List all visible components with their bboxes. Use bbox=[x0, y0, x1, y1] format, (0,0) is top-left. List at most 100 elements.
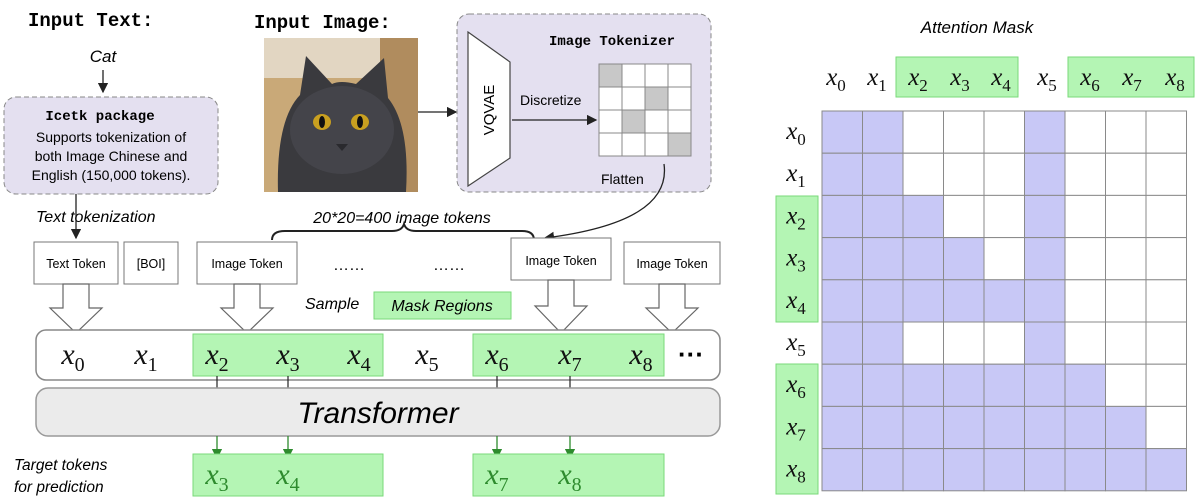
attention-cell bbox=[1145, 321, 1187, 365]
sequence-mask-region-1 bbox=[192, 333, 384, 377]
sequence-token: x5 bbox=[414, 338, 438, 376]
attention-cell bbox=[1024, 237, 1066, 281]
attention-cell bbox=[983, 363, 1025, 407]
attention-cell bbox=[821, 321, 863, 365]
token-box-boi-label: [BOI] bbox=[137, 257, 165, 271]
attention-row-header: x6 bbox=[785, 371, 806, 402]
attention-mask-matrix bbox=[821, 110, 1187, 492]
attention-cell bbox=[983, 110, 1025, 154]
attention-cell bbox=[821, 194, 863, 239]
attention-col-highlight-2 bbox=[1067, 56, 1195, 98]
attention-cell bbox=[1024, 448, 1066, 492]
sequence-token: x8 bbox=[628, 338, 652, 376]
attention-cell bbox=[821, 152, 863, 196]
token-grid-cell bbox=[621, 63, 646, 88]
token-box-text-label: Text Token bbox=[46, 257, 106, 271]
attention-cell bbox=[821, 363, 863, 407]
attention-cell bbox=[902, 321, 944, 365]
attention-cell bbox=[1145, 279, 1187, 323]
icetk-line-1: Supports tokenization of bbox=[36, 129, 186, 145]
token-box-image-1-label: Image Token bbox=[211, 257, 282, 271]
attention-cell bbox=[943, 152, 985, 196]
attention-row-header: x4 bbox=[785, 287, 806, 318]
attention-col-header: x0 bbox=[825, 64, 846, 95]
attention-cell bbox=[1105, 279, 1147, 323]
attention-cell bbox=[943, 405, 985, 450]
attention-cell bbox=[1105, 448, 1147, 492]
attention-cell bbox=[983, 405, 1025, 450]
sequence-token: x1 bbox=[133, 338, 157, 376]
attention-cell bbox=[983, 321, 1025, 365]
icetk-package-box bbox=[3, 96, 219, 195]
attention-cell bbox=[1024, 405, 1066, 450]
attention-cell bbox=[943, 279, 985, 323]
attention-row-header: x2 bbox=[785, 202, 806, 233]
transformer-label: Transformer bbox=[297, 397, 459, 430]
attention-cell bbox=[983, 279, 1025, 323]
attention-cell bbox=[943, 448, 985, 492]
attention-mask-title: Attention Mask bbox=[920, 18, 1035, 37]
target-label-line-1: Target tokens bbox=[14, 457, 108, 474]
attention-cell bbox=[1064, 405, 1106, 450]
token-grid bbox=[598, 63, 692, 157]
token-box-boi bbox=[123, 241, 179, 285]
token-box-image-3-label: Image Token bbox=[636, 257, 707, 271]
attention-cell bbox=[862, 321, 904, 365]
attention-row-header: x7 bbox=[785, 413, 806, 444]
attention-cell bbox=[1064, 237, 1106, 281]
attention-cell bbox=[983, 152, 1025, 196]
token-grid-cell bbox=[621, 109, 646, 134]
attention-cell bbox=[1024, 110, 1066, 154]
token-box-image-3 bbox=[623, 241, 721, 285]
attention-col-header: x8 bbox=[1164, 64, 1185, 95]
input-word-cat: Cat bbox=[90, 47, 118, 66]
attention-cell bbox=[1105, 110, 1147, 154]
attention-col-header: x6 bbox=[1079, 64, 1100, 95]
vqvae-label: VQVAE bbox=[481, 85, 498, 136]
cat-photo bbox=[264, 38, 418, 192]
target-token: x4 bbox=[275, 458, 299, 496]
token-grid-cell bbox=[598, 109, 623, 134]
sample-label: Sample bbox=[305, 296, 359, 313]
target-token: x8 bbox=[557, 458, 581, 496]
attention-cell bbox=[983, 448, 1025, 492]
attention-cell bbox=[943, 321, 985, 365]
sequence-trailing-dots: ··· bbox=[678, 339, 704, 369]
attention-cell bbox=[1105, 321, 1147, 365]
attention-cell bbox=[902, 405, 944, 450]
icetk-line-3: English (150,000 tokens). bbox=[32, 167, 191, 183]
attention-cell bbox=[862, 405, 904, 450]
attention-cell bbox=[1145, 237, 1187, 281]
attention-cell bbox=[821, 405, 863, 450]
attention-cell bbox=[1064, 194, 1106, 239]
attention-cell bbox=[1064, 279, 1106, 323]
image-tokens-label: 20*20=400 image tokens bbox=[312, 210, 490, 227]
attention-cell bbox=[1105, 405, 1147, 450]
attention-col-header: x4 bbox=[990, 64, 1011, 95]
token-box-text bbox=[33, 241, 119, 285]
text-tokenization-label: Text tokenization bbox=[36, 209, 156, 226]
image-tokens-brace bbox=[271, 220, 535, 241]
attention-cell bbox=[821, 237, 863, 281]
icetk-line-2: both Image Chinese and bbox=[35, 148, 188, 164]
down-arrow-image-token-1 bbox=[219, 283, 275, 334]
token-grid-cell bbox=[667, 86, 692, 111]
attention-col-header: x2 bbox=[907, 64, 928, 95]
attention-cell bbox=[983, 194, 1025, 239]
attention-cell bbox=[1064, 321, 1106, 365]
attention-cell bbox=[1105, 237, 1147, 281]
attention-col-header: x3 bbox=[949, 64, 970, 95]
flatten-arrow bbox=[543, 163, 666, 243]
attention-cell bbox=[902, 363, 944, 407]
attention-row-highlight-1 bbox=[775, 195, 819, 323]
mask-regions-highlight bbox=[373, 291, 512, 320]
vqvae-encoder-shape bbox=[467, 30, 511, 188]
attention-cell bbox=[1064, 152, 1106, 196]
attention-cell bbox=[821, 448, 863, 492]
input-text-heading: Input Text: bbox=[28, 10, 153, 32]
target-token: x7 bbox=[484, 458, 508, 496]
mask-regions-label: Mask Regions bbox=[391, 298, 492, 315]
